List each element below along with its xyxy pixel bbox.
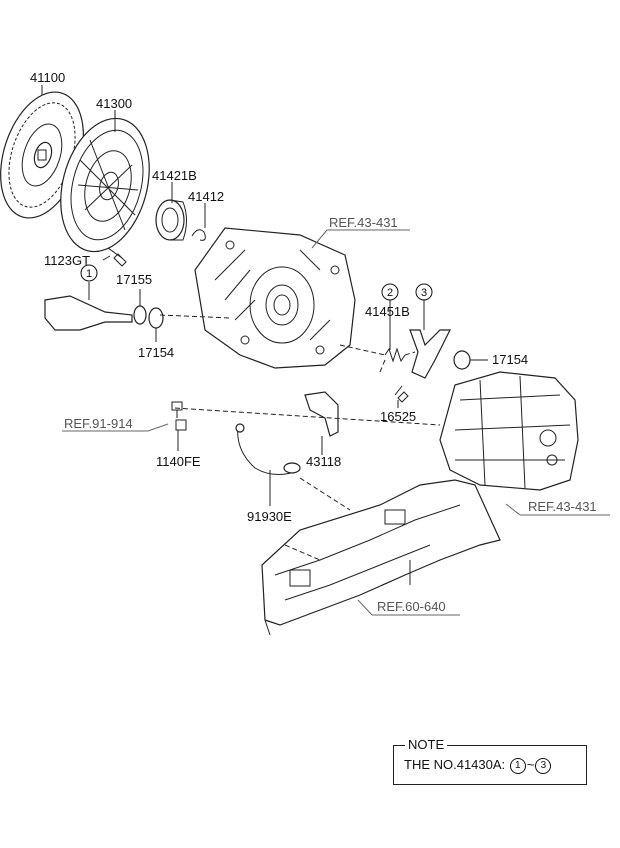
label-1123gt: 1123GT [44,253,90,268]
note-title: NOTE [405,737,448,752]
bracket-drawing [304,391,339,437]
seal-17154-left-drawing [148,307,164,329]
circle-marker-1: 1 [80,264,98,282]
label-17154-right: 17154 [492,352,528,367]
label-41100: 41100 [30,70,65,85]
ref-60-640: REF.60-640 [377,599,446,614]
note-circle-to: 3 [535,757,552,774]
label-17155: 17155 [116,272,152,287]
label-17154-left: 17154 [138,345,174,360]
hose-drawing [237,424,301,475]
label-16525: 16525 [380,409,416,424]
release-bearing-drawing [155,199,206,241]
label-43118: 43118 [306,454,341,469]
label-91930e: 91930E [247,509,292,524]
label-41412: 41412 [188,189,224,204]
transaxle-case-right-drawing [439,371,579,491]
shift-fork-drawing [409,329,451,379]
release-fork-drawing [44,295,133,331]
label-1140fe: 1140FE [156,454,201,469]
bolt-16525-drawing [394,385,409,403]
circle-marker-3-text: 3 [421,287,427,299]
note-box [393,745,587,785]
note-circle-from: 1 [509,757,526,774]
note-prefix: THE NO.41430A: [404,757,506,772]
circle-marker-3: 3 [415,283,433,301]
transaxle-housing-drawing [194,227,356,369]
spring-drawing [384,347,406,363]
ref-91-914: REF.91-914 [64,416,133,431]
circle-marker-2: 2 [381,283,399,301]
label-41300: 41300 [96,96,132,111]
pressure-plate-drawing [60,117,150,253]
circle-marker-2-text: 2 [387,287,393,299]
bolt-1140fe-drawing [171,401,187,431]
bolt-drawing [107,247,127,267]
circle-marker-1-text: 1 [86,268,92,280]
note-tilde: ~ [526,757,535,772]
label-41421b: 41421B [152,168,197,183]
subframe-drawing [261,479,501,636]
note-text: THE NO.41430A: 1~3 [404,757,552,774]
seal-17154-right-drawing [453,350,471,370]
ref-43-431-top: REF.43-431 [329,215,398,230]
seal-17155-drawing [133,305,147,325]
ref-43-431-right: REF.43-431 [528,499,597,514]
label-41451b: 41451B [365,304,410,319]
